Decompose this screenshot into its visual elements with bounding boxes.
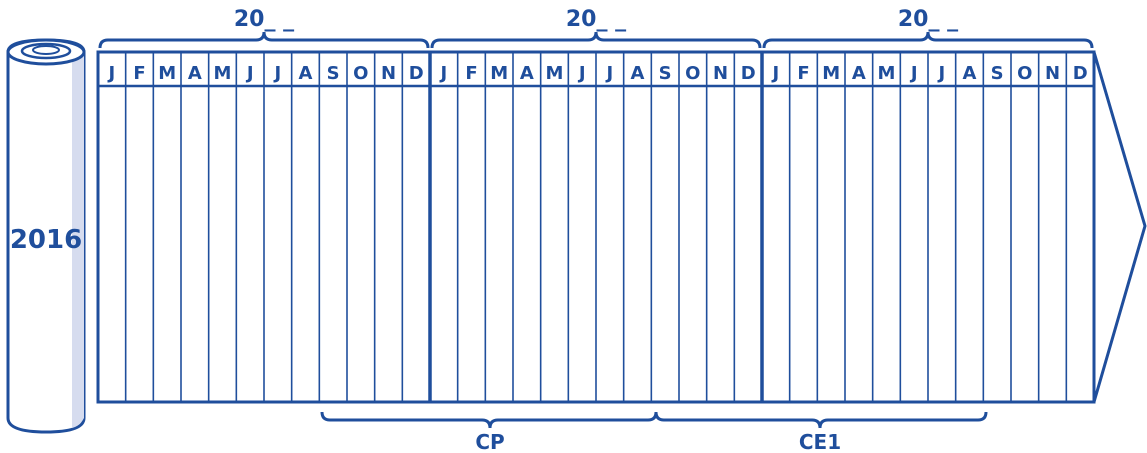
arrow-head: [1094, 52, 1145, 402]
year-bracket: [100, 32, 428, 48]
month-label: D: [409, 63, 424, 84]
month-label: J: [245, 63, 254, 84]
month-label: O: [1017, 63, 1032, 84]
month-label: S: [659, 63, 672, 84]
month-label: M: [158, 63, 176, 84]
span-bracket-ce1: [656, 412, 986, 428]
month-label: M: [878, 63, 896, 84]
year-label: 20_ _: [898, 7, 958, 32]
year-brackets: 20_ _ 20_ _ 20_ _: [100, 7, 1092, 48]
year-bracket: [432, 32, 760, 48]
month-label: A: [963, 63, 977, 84]
month-label: J: [272, 63, 281, 84]
month-label: J: [909, 63, 918, 84]
month-label: A: [520, 63, 534, 84]
month-label: D: [741, 63, 756, 84]
paper-roll: 2016: [8, 40, 84, 432]
span-label-cp: CP: [475, 430, 504, 453]
month-label: F: [465, 63, 477, 84]
start-year-label: 2016: [10, 225, 82, 255]
year-bracket: [764, 32, 1092, 48]
month-label: A: [188, 63, 202, 84]
year-label: 20_ _: [234, 7, 294, 32]
month-label: J: [604, 63, 613, 84]
span-label-ce1: CE1: [799, 430, 841, 453]
month-label: O: [353, 63, 368, 84]
month-label: A: [631, 63, 645, 84]
month-label: M: [214, 63, 232, 84]
month-label: D: [1073, 63, 1088, 84]
month-label: S: [991, 63, 1004, 84]
month-label: M: [822, 63, 840, 84]
month-label: N: [381, 63, 396, 84]
month-label: O: [685, 63, 700, 84]
span-brackets: CP CE1: [322, 412, 986, 453]
year-label: 20_ _: [566, 7, 626, 32]
month-label: M: [490, 63, 508, 84]
month-label: J: [438, 63, 447, 84]
month-label: F: [133, 63, 145, 84]
month-label: J: [577, 63, 586, 84]
month-label: M: [546, 63, 564, 84]
month-label: A: [852, 63, 866, 84]
month-label: S: [327, 63, 340, 84]
month-label: N: [713, 63, 728, 84]
span-bracket-cp: [322, 412, 656, 428]
month-label: J: [106, 63, 115, 84]
month-label: J: [770, 63, 779, 84]
month-label: A: [299, 63, 313, 84]
month-label: J: [936, 63, 945, 84]
month-label: N: [1045, 63, 1060, 84]
month-label: F: [797, 63, 809, 84]
